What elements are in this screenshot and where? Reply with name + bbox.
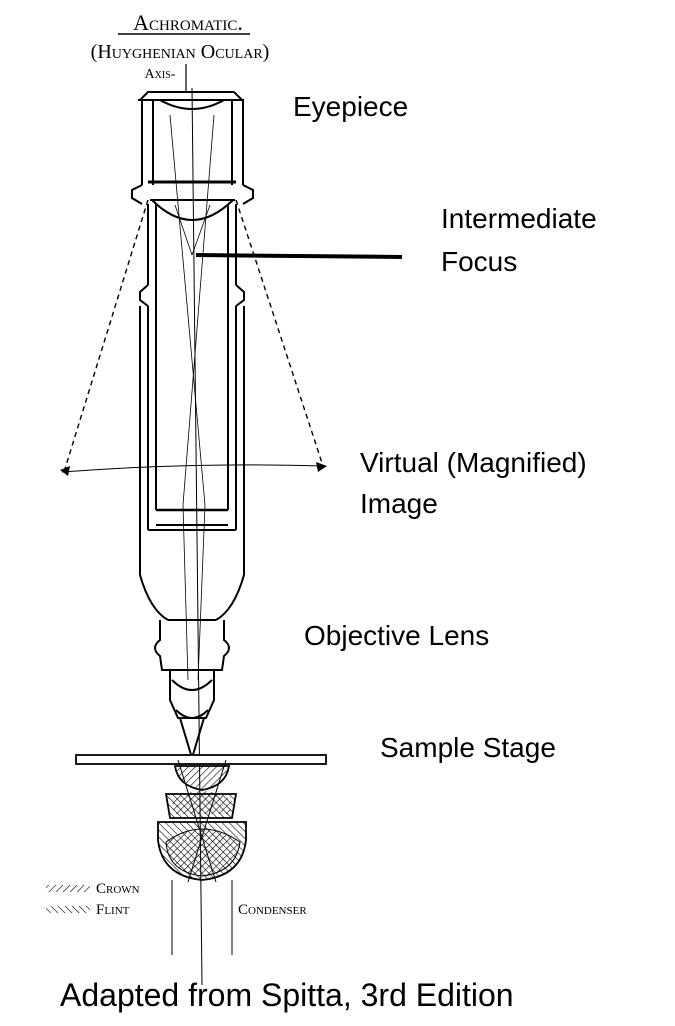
legend-condenser: Condenser xyxy=(238,902,307,918)
condenser-bottom-crown xyxy=(165,828,241,877)
header-subtitle: (Huyghenian Ocular) xyxy=(91,41,270,63)
label-virtual-line1: Virtual (Magnified) xyxy=(360,447,587,478)
light-rays xyxy=(169,114,215,681)
footer-credit: Adapted from Spitta, 3rd Edition xyxy=(60,977,514,1013)
label-intermediate-line2: Focus xyxy=(441,246,517,277)
field-lens-collar xyxy=(131,180,254,221)
virtual-image-arrow-right xyxy=(316,462,327,472)
eyepiece-cap xyxy=(138,91,244,110)
label-intermediate-line1: Intermediate xyxy=(441,203,597,234)
body-tube-inner xyxy=(139,204,245,510)
label-objective: Objective Lens xyxy=(304,620,489,651)
legend-flint: Flint xyxy=(96,902,130,918)
objective-assembly xyxy=(154,619,230,759)
label-stage: Sample Stage xyxy=(380,732,556,763)
intermediate-focus-pointer xyxy=(195,253,403,259)
label-eyepiece: Eyepiece xyxy=(293,91,408,122)
condenser-rays xyxy=(171,759,233,955)
flint-swatch xyxy=(46,906,90,913)
eyepiece-tube xyxy=(141,100,244,185)
condenser-top-lens xyxy=(173,765,231,791)
crown-swatch xyxy=(46,885,90,892)
virtual-image-arc xyxy=(61,464,326,473)
virtual-image-arrow-left xyxy=(60,466,70,476)
virtual-image-cone xyxy=(63,199,324,473)
axis-label: Axis- xyxy=(145,67,176,82)
label-virtual-line2: Image xyxy=(360,488,438,519)
header-title: Achromatic. xyxy=(133,10,243,35)
condenser-mid-crown xyxy=(172,791,232,814)
legend-crown: Crown xyxy=(96,881,140,897)
body-tube-outer xyxy=(139,306,245,621)
sample-stage xyxy=(75,754,327,765)
